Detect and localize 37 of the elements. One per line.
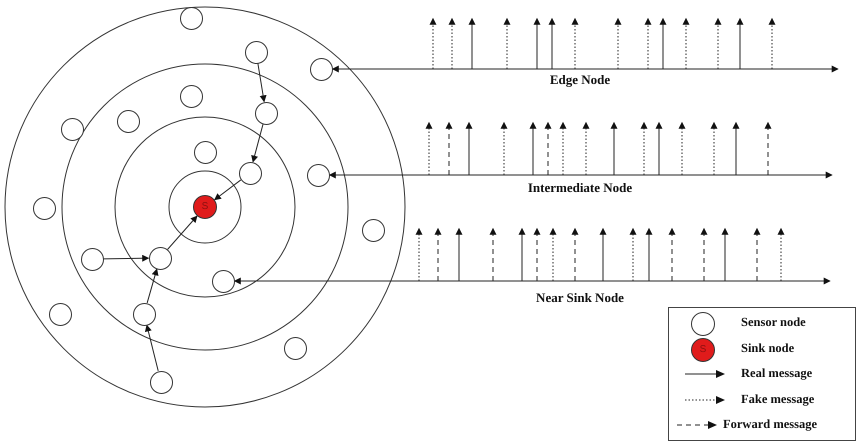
sensor-node bbox=[306, 164, 330, 186]
arrow bbox=[234, 278, 831, 284]
arrow bbox=[167, 215, 198, 250]
arrow bbox=[146, 268, 158, 304]
sensor-node bbox=[362, 218, 384, 242]
sink-node: S bbox=[193, 195, 217, 219]
sensor-node bbox=[238, 162, 262, 184]
sink-node-symbol: S bbox=[691, 338, 715, 362]
arrow bbox=[251, 124, 264, 163]
sensor-node bbox=[194, 140, 216, 164]
sensor-node bbox=[244, 40, 268, 64]
edge-label: Edge Node bbox=[548, 72, 612, 88]
arrow bbox=[214, 179, 242, 200]
legend-text: Sensor node bbox=[741, 315, 806, 330]
sensor-node bbox=[180, 84, 202, 108]
legend-text: Forward message bbox=[723, 417, 818, 432]
sensor-node bbox=[150, 370, 172, 394]
sensor-node bbox=[48, 302, 72, 326]
sensor-node bbox=[254, 102, 278, 124]
arrow bbox=[144, 324, 159, 372]
arrow bbox=[103, 254, 150, 262]
sensor-node bbox=[284, 336, 306, 360]
sensor-node bbox=[116, 110, 140, 132]
sensor-node bbox=[60, 118, 84, 140]
arrow bbox=[257, 62, 267, 102]
legend-text: Real message bbox=[741, 366, 812, 381]
legend-text: Sink node bbox=[741, 340, 794, 356]
sensor-node bbox=[310, 58, 332, 80]
sensor-node bbox=[80, 248, 104, 270]
sensor-node bbox=[132, 302, 156, 326]
sensor-node bbox=[180, 6, 202, 30]
arrow bbox=[332, 66, 839, 72]
sensor-node bbox=[212, 270, 234, 292]
arrow bbox=[328, 172, 833, 178]
legend-text: Fake message bbox=[741, 392, 814, 406]
sensor-node bbox=[32, 196, 56, 220]
sensor-node bbox=[148, 246, 172, 270]
